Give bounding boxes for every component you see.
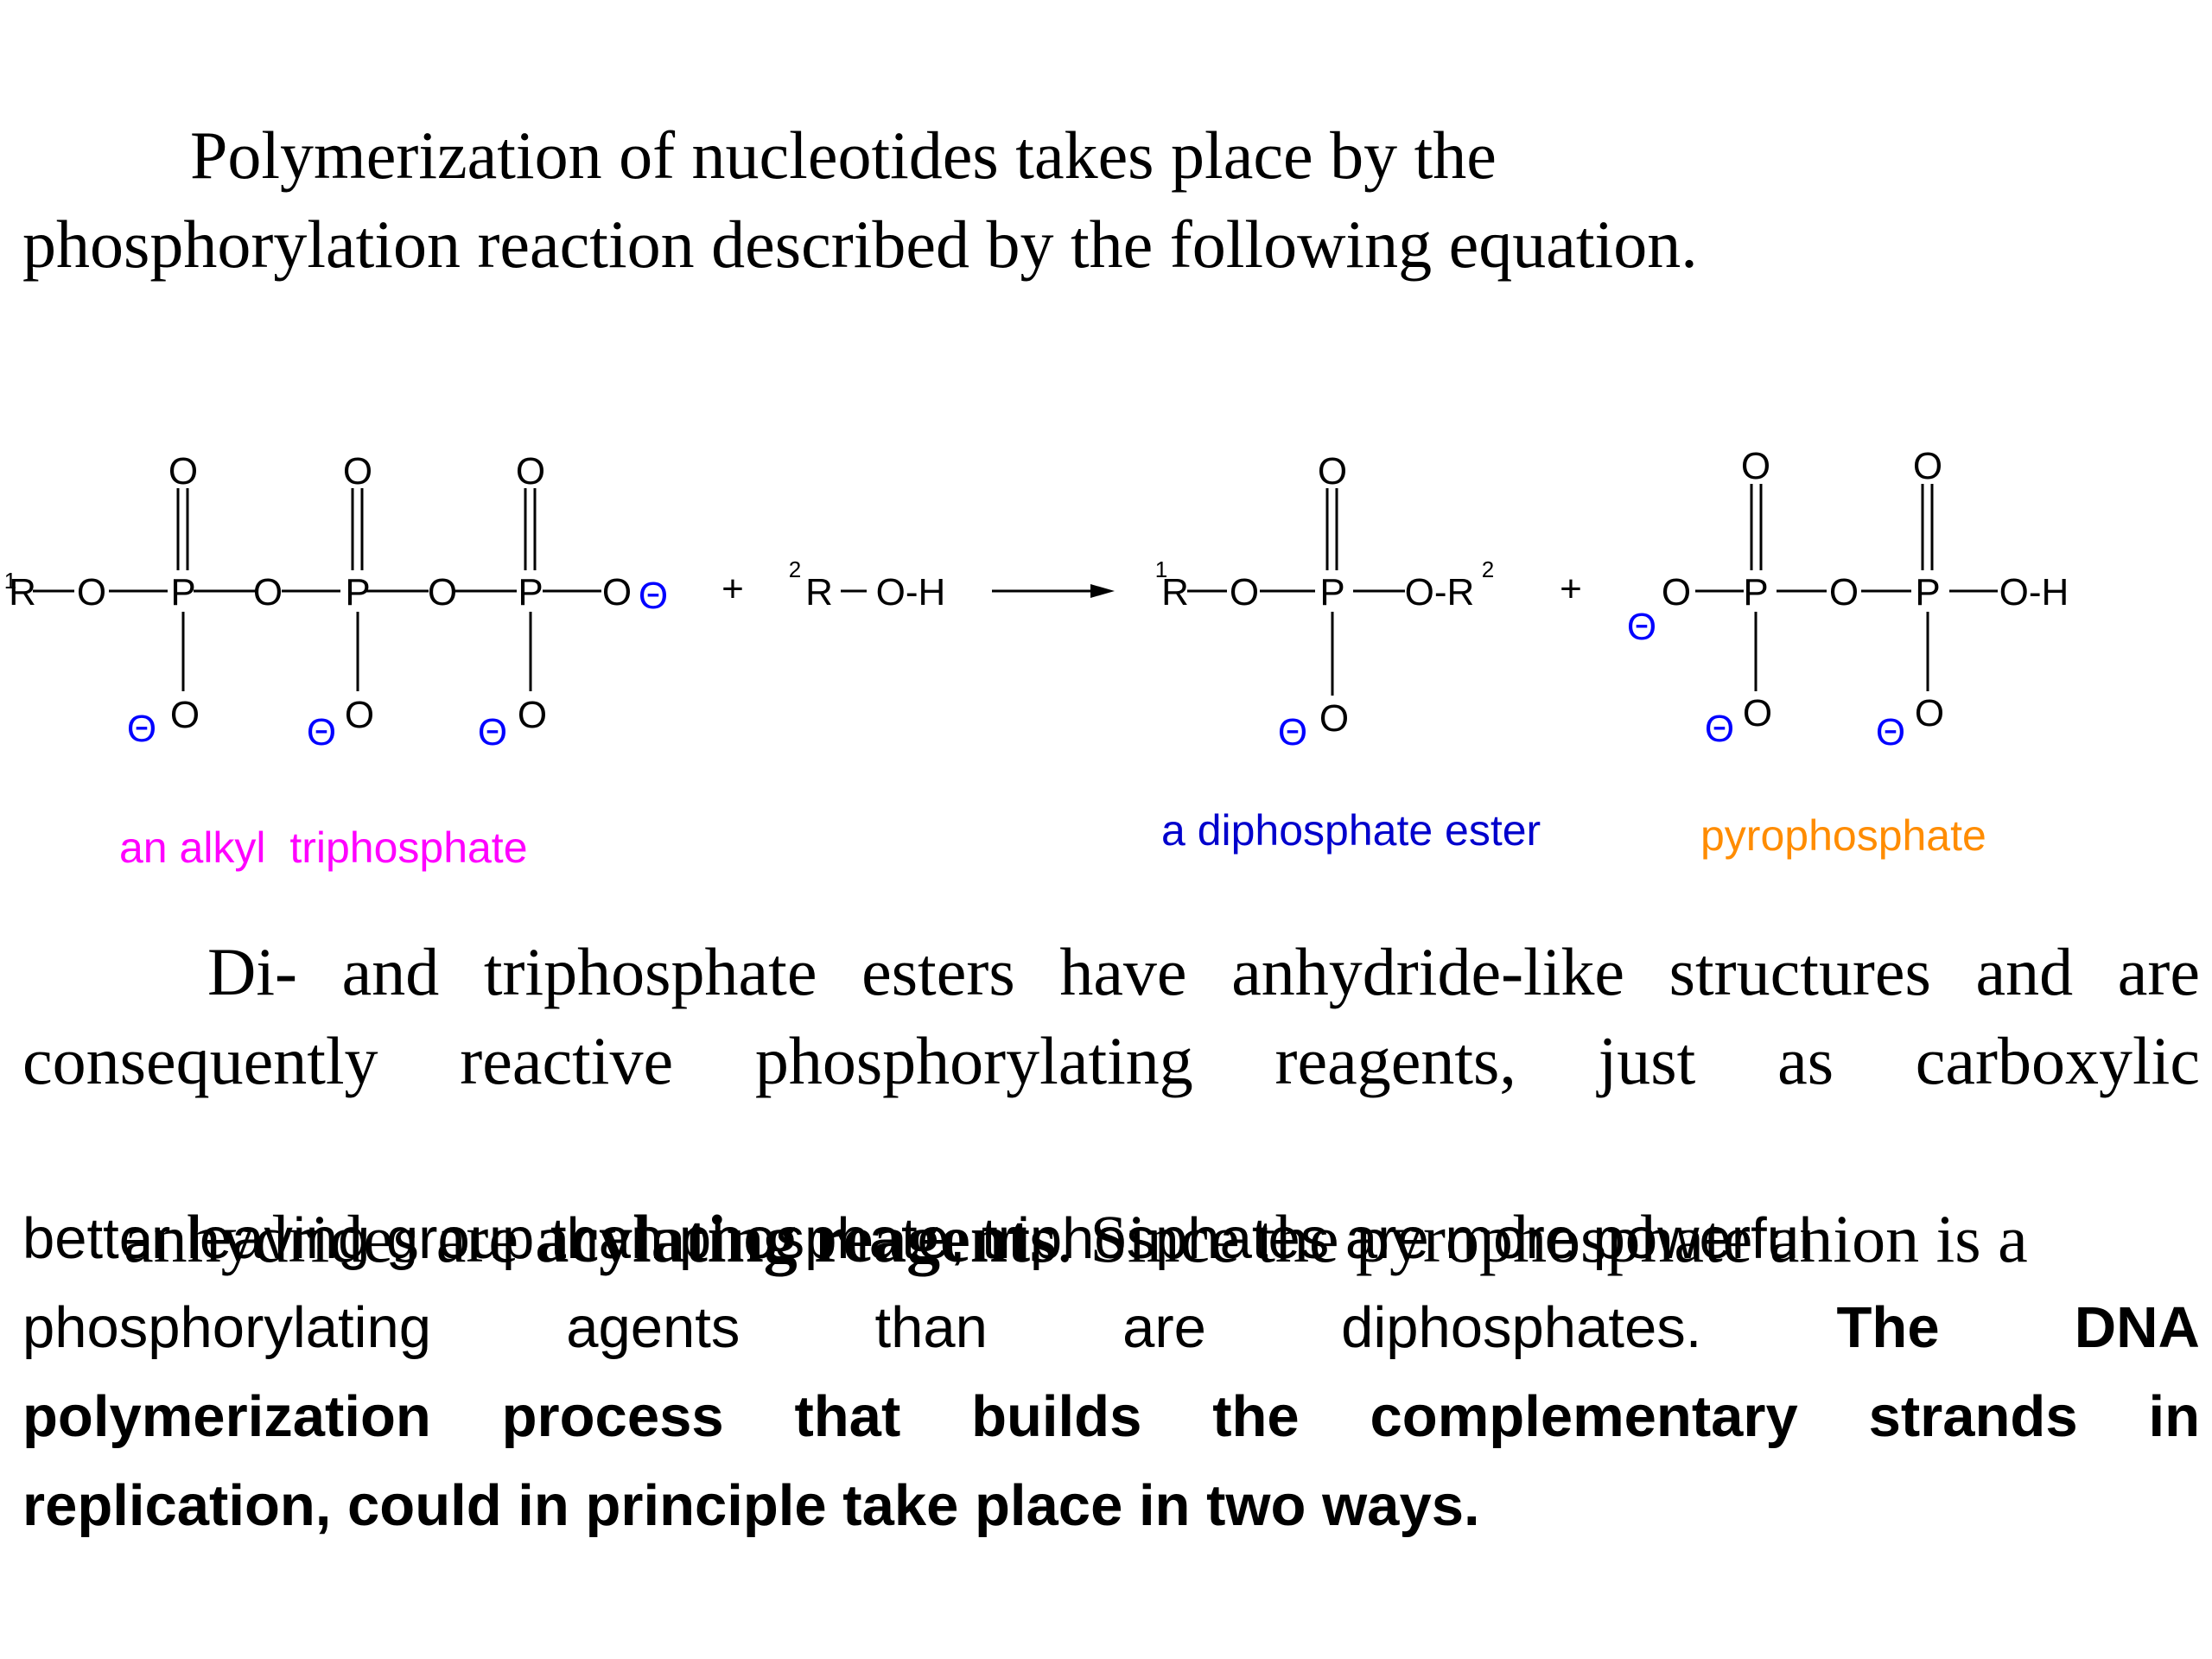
intro-paragraph: Polymerization of nucleotides takes plac…: [22, 111, 1941, 289]
body-line-2: consequently reactive phosphorylating re…: [22, 1016, 2200, 1105]
negative-charge-icon: Θ: [307, 711, 336, 753]
oxygen-atom: O: [516, 450, 545, 493]
label-alkyl-triphosphate: an alkyl triphosphate: [119, 823, 528, 872]
word: anhydride-like: [1231, 934, 1625, 1009]
body-line-6: polymerization process that builds the c…: [22, 1372, 2200, 1461]
hydroxyl-group: O-H: [876, 571, 946, 613]
intro-line-2: phosphorylation reaction described by th…: [22, 207, 1698, 282]
word: that: [794, 1384, 901, 1449]
word: reagents,: [1274, 1023, 1516, 1098]
word: agents: [566, 1295, 741, 1360]
word: and: [341, 934, 440, 1009]
body-line-7: replication, could in principle take pla…: [22, 1473, 1480, 1538]
word: DNA: [2074, 1295, 2200, 1360]
negative-charge-icon: Θ: [1876, 711, 1905, 753]
oxygen-atom: O: [77, 571, 106, 613]
word: phosphorylating: [754, 1023, 1193, 1098]
word: polymerization: [22, 1384, 431, 1449]
oxygen-atom: O: [1230, 571, 1259, 613]
label-pyrophosphate: pyrophosphate: [1700, 811, 1986, 860]
scheme-bonds: [33, 484, 1998, 696]
scheme-charges: Θ Θ Θ Θ Θ Θ Θ Θ: [127, 575, 1905, 753]
word: carboxylic: [1915, 1023, 2200, 1098]
label-diphosphate-ester: a diphosphate ester: [1161, 806, 1541, 855]
word: than: [874, 1295, 988, 1360]
phosphorus-atom: P: [518, 571, 543, 613]
word: reactive: [460, 1023, 674, 1098]
r1-atom: R: [9, 571, 36, 613]
oxygen-atom: O: [345, 694, 374, 736]
phosphorus-atom: P: [170, 571, 195, 613]
word: builds: [971, 1384, 1142, 1449]
bold-term: acylating reagents: [535, 1201, 1057, 1276]
word: in: [2148, 1384, 2200, 1449]
negative-charge-icon: Θ: [478, 711, 507, 753]
scheme-atoms: 1 R O P O P O P O O O O O O O + 2 R O-H …: [4, 445, 2069, 740]
hydroxyl-group: O-H: [1999, 571, 2069, 613]
oxygen-atom: O: [428, 571, 457, 613]
scheme-labels: an alkyl triphosphate a diphosphate este…: [119, 806, 1986, 872]
word: triphosphate: [483, 934, 817, 1009]
word: as: [1777, 1023, 1834, 1098]
plus-sign: +: [721, 568, 744, 610]
body-paragraph: Di- and triphosphate esters have anhydri…: [22, 927, 2200, 1550]
r2-superscript: 2: [789, 556, 801, 582]
phosphorus-atom: P: [1319, 571, 1344, 613]
text-run: . Since the pyrophosphate anion is a: [1056, 1201, 2028, 1276]
oxygen-atom: O: [518, 694, 547, 736]
word: are: [2117, 934, 2200, 1009]
negative-charge-icon: Θ: [639, 575, 668, 617]
phosphorus-atom: P: [1743, 571, 1768, 613]
r2-atom: R: [805, 571, 833, 613]
body-line-4: better leaving group than phosphate, tri…: [22, 1206, 1812, 1271]
phosphorus-atom: P: [345, 571, 370, 613]
word: strands: [1868, 1384, 2078, 1449]
oxygen-atom: O: [602, 571, 632, 613]
word: process: [501, 1384, 724, 1449]
oxygen-atom: O: [1913, 445, 1942, 487]
oxygen-atom: O: [1319, 697, 1349, 740]
word: Di-: [207, 934, 297, 1009]
word: have: [1059, 934, 1187, 1009]
word: are: [1122, 1295, 1206, 1360]
word: phosphorylating: [22, 1295, 432, 1360]
negative-charge-icon: Θ: [1705, 708, 1734, 750]
word: just: [1598, 1023, 1696, 1098]
text-run: anhydrides are: [124, 1201, 536, 1276]
word: structures: [1669, 934, 1931, 1009]
oxygen-atom: O: [1743, 692, 1772, 734]
ester-group: O-R: [1405, 571, 1475, 613]
oxygen-atom: O: [1915, 692, 1944, 734]
negative-charge-icon: Θ: [1627, 606, 1656, 648]
oxygen-atom: O: [1741, 445, 1770, 487]
body-line-3: anhydrides are acylating reagents. Since…: [22, 1105, 2200, 1276]
negative-charge-icon: Θ: [1278, 711, 1307, 753]
word: complementary: [1370, 1384, 1798, 1449]
word: diphosphates.: [1341, 1295, 1702, 1360]
oxygen-atom: O: [170, 694, 200, 736]
oxygen-atom: O: [1662, 571, 1691, 613]
oxygen-atom: O: [1318, 450, 1347, 493]
r2-superscript: 2: [1482, 556, 1494, 582]
plus-sign: +: [1560, 568, 1582, 610]
word: consequently: [22, 1023, 378, 1098]
r1-superscript: 1: [1155, 556, 1167, 582]
oxygen-atom: O: [343, 450, 372, 493]
word: esters: [861, 934, 1015, 1009]
r1-superscript: 1: [4, 568, 16, 594]
body-line-5: phosphorylating agents than are diphosph…: [22, 1283, 2200, 1372]
word: the: [1212, 1384, 1300, 1449]
word: and: [1975, 934, 2074, 1009]
reaction-scheme: 1 R O P O P O P O O O O O O O + 2 R O-H …: [4, 445, 2069, 872]
oxygen-atom: O: [1829, 571, 1859, 613]
intro-line-1: Polymerization of nucleotides takes plac…: [190, 118, 1497, 193]
phosphorus-atom: P: [1915, 571, 1940, 613]
negative-charge-icon: Θ: [127, 708, 156, 750]
oxygen-atom: O: [253, 571, 283, 613]
oxygen-atom: O: [168, 450, 198, 493]
body-line-1: Di- and triphosphate esters have anhydri…: [22, 927, 2200, 1016]
word: The: [1836, 1295, 1940, 1360]
r1-atom: R: [1161, 571, 1189, 613]
